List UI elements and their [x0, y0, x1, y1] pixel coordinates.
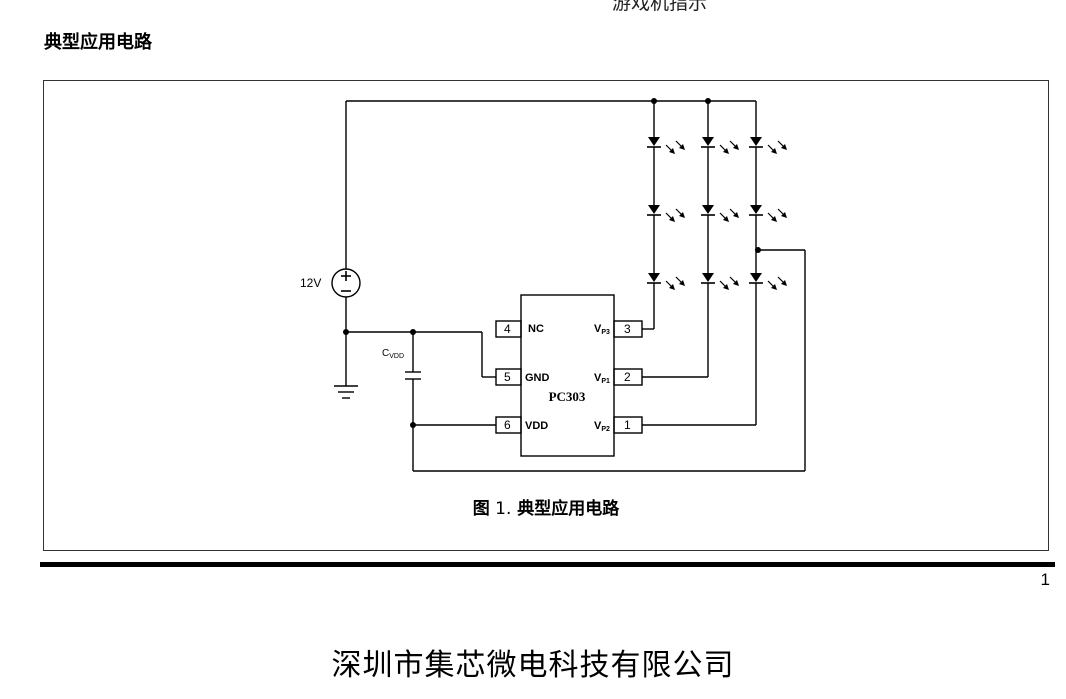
- ic-part-number: PC303: [549, 389, 586, 404]
- junction-dot: [755, 247, 761, 253]
- pin-label-gnd: GND: [525, 372, 550, 384]
- circuit-diagram: 12V CVDD 4 5 6 NC GND VDD 3 2 1 VP3 VP1 …: [300, 98, 806, 472]
- pin-label-vp3: VP3: [594, 323, 610, 336]
- header-title-clipped: 游戏机指示: [612, 0, 708, 14]
- led-icon: [749, 205, 787, 222]
- pin-box-4: [495, 320, 522, 338]
- footer-rule: [40, 562, 1055, 567]
- caption-text: 典型应用电路: [511, 499, 620, 519]
- pin-box-5: [495, 368, 522, 386]
- pin-box-6: [495, 416, 522, 434]
- led-icon: [647, 205, 685, 222]
- pin-number-1: 1: [624, 418, 631, 432]
- pin-number-5: 5: [504, 370, 511, 384]
- pin-box-3: [613, 320, 643, 338]
- voltage-source-icon: [331, 268, 361, 298]
- pin-label-vdd: VDD: [525, 420, 548, 432]
- led-array: [647, 137, 787, 290]
- junction-dot: [651, 98, 657, 104]
- junction-dot: [410, 422, 416, 428]
- cap-label: CVDD: [382, 348, 404, 360]
- pin-box-2: [613, 368, 643, 386]
- pin-box-1: [613, 416, 643, 434]
- pin-label-vp1: VP1: [594, 372, 610, 385]
- junction-dot: [410, 329, 416, 335]
- company-name: 深圳市集芯微电科技有限公司: [331, 648, 735, 683]
- caption-prefix: 图: [472, 499, 490, 519]
- led-icon: [749, 137, 787, 154]
- led-icon: [647, 273, 685, 290]
- caption-number: 1.: [489, 499, 512, 519]
- pin-number-6: 6: [504, 418, 511, 432]
- figure-box: 12V CVDD 4 5 6 NC GND VDD 3 2 1 VP3 VP1 …: [43, 80, 1049, 551]
- pin-number-2: 2: [624, 370, 631, 384]
- led-icon: [647, 137, 685, 154]
- junction-dot: [705, 98, 711, 104]
- pin-label-nc: NC: [528, 323, 544, 335]
- pin-label-vp2: VP2: [594, 420, 610, 433]
- pin-number-4: 4: [504, 322, 511, 336]
- page-number: 1: [1040, 570, 1050, 589]
- led-icon: [749, 273, 787, 290]
- supply-voltage-label: 12V: [300, 276, 321, 290]
- pin-number-3: 3: [624, 322, 631, 336]
- junction-dot: [343, 329, 349, 335]
- led-icon: [701, 273, 739, 290]
- figure-caption: 图 1. 典型应用电路: [44, 494, 1048, 519]
- section-title: 典型应用电路: [44, 32, 152, 53]
- led-icon: [701, 205, 739, 222]
- led-icon: [701, 137, 739, 154]
